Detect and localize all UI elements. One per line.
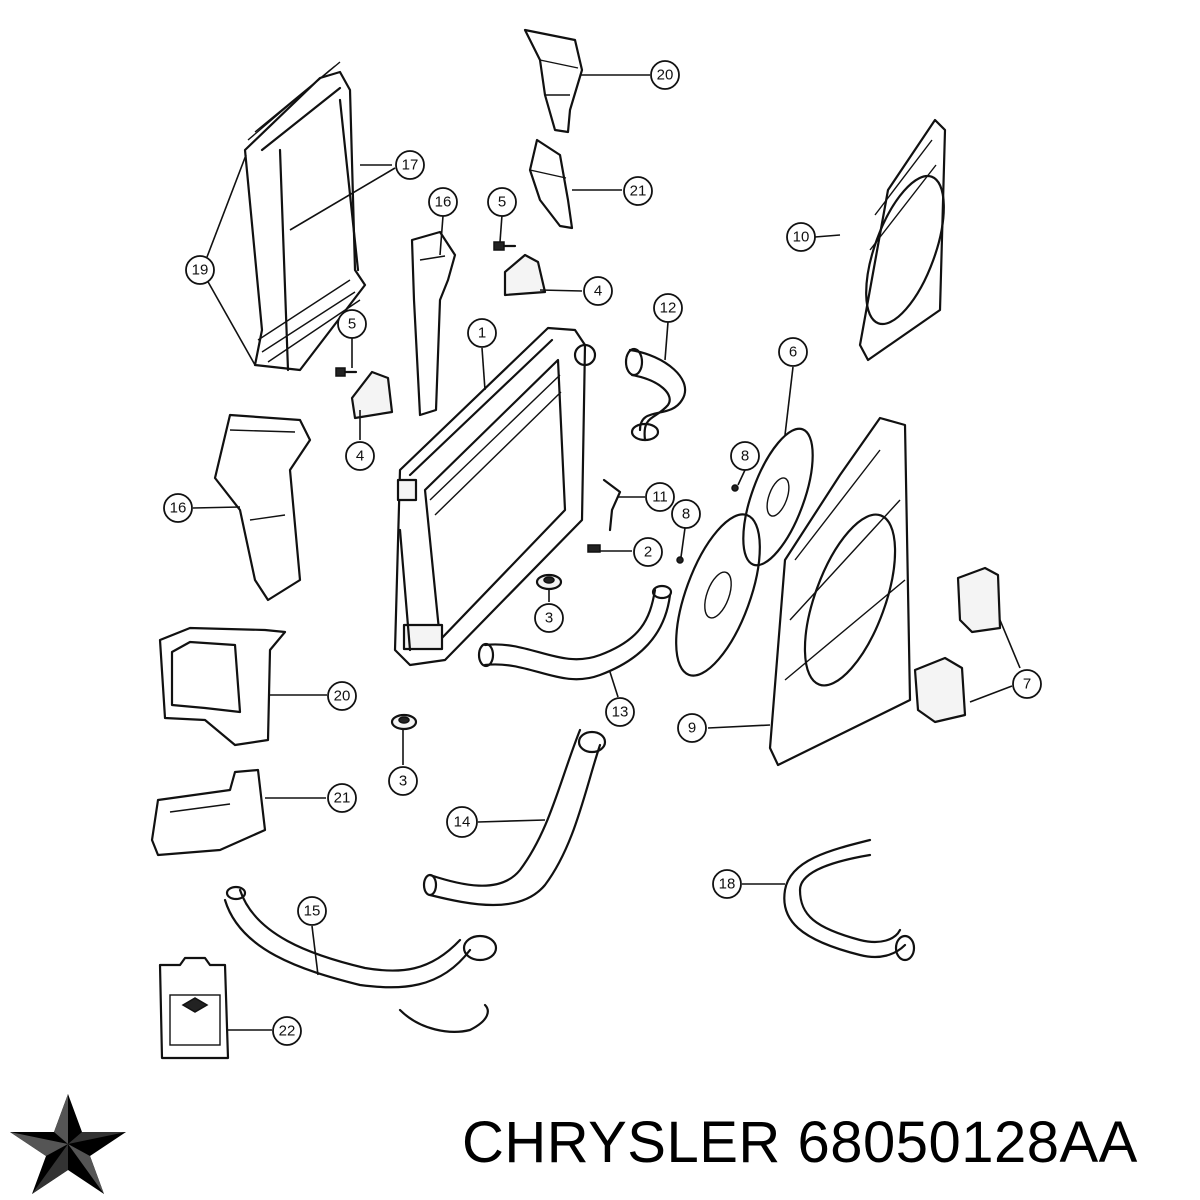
bolt-upper [493, 241, 517, 251]
callout-3-lower: 3 [388, 766, 418, 796]
callout-20-lower: 20 [327, 681, 357, 711]
clip-upper [731, 484, 739, 492]
callout-label: 3 [545, 610, 553, 627]
brand-part-number: CHRYSLER 68050128AA [462, 1105, 1138, 1181]
callout-label: 8 [741, 448, 749, 465]
radiator [393, 326, 597, 667]
bolt-lower [335, 367, 358, 377]
callout-label: 3 [399, 773, 407, 790]
callout-label: 11 [652, 489, 668, 506]
callout-11: 11 [645, 482, 675, 512]
coolant-jug [158, 956, 230, 1060]
air-seal-panel [243, 61, 367, 372]
fan-blade-upper [742, 427, 814, 567]
callout-label: 8 [682, 506, 690, 523]
fan-shroud-upper [858, 118, 947, 362]
callout-2: 2 [633, 537, 663, 567]
lower-hose [477, 584, 673, 681]
lower-frame-panel [158, 626, 287, 747]
callout-20-top: 20 [650, 60, 680, 90]
callout-18: 18 [712, 869, 742, 899]
callout-label: 5 [498, 194, 506, 211]
callout-label: 20 [334, 688, 351, 705]
brand-name: CHRYSLER [462, 1110, 781, 1175]
callout-10: 10 [786, 222, 816, 252]
callout-label: 5 [348, 316, 356, 333]
return-hose [783, 838, 916, 962]
chrysler-pentastar-icon [10, 1094, 126, 1194]
callout-15: 15 [297, 896, 327, 926]
callout-label: 16 [170, 500, 187, 517]
callout-label: 12 [660, 300, 677, 317]
callout-16-upper: 16 [428, 187, 458, 217]
callout-label: 2 [644, 544, 652, 561]
isolator-lower [390, 713, 418, 731]
clip-lower [676, 556, 684, 564]
callout-6: 6 [778, 337, 808, 367]
callout-label: 15 [304, 903, 321, 920]
callout-9: 9 [677, 713, 707, 743]
callout-3-upper: 3 [534, 603, 564, 633]
callout-label: 19 [192, 262, 209, 279]
callout-8-upper: 8 [730, 441, 760, 471]
callout-label: 21 [630, 183, 647, 200]
bracket-upper [503, 253, 547, 297]
callout-4-lower: 4 [345, 441, 375, 471]
callout-label: 13 [612, 704, 629, 721]
callout-label: 20 [657, 67, 674, 84]
callout-7: 7 [1012, 669, 1042, 699]
callout-label: 6 [789, 344, 797, 361]
upper-air-deflector [523, 28, 584, 134]
leader-lines [192, 74, 1021, 1031]
callout-label: 18 [719, 876, 736, 893]
bracket-lower [350, 370, 394, 420]
callout-17: 17 [395, 150, 425, 180]
callout-12: 12 [653, 293, 683, 323]
part-number: 68050128AA [797, 1110, 1138, 1175]
callout-label: 17 [402, 157, 419, 174]
callout-label: 7 [1023, 676, 1031, 693]
callout-label: 21 [334, 790, 351, 807]
coolant-hose [422, 728, 607, 907]
callout-21-top: 21 [623, 176, 653, 206]
fan-module-lower [913, 656, 967, 724]
fan-module-upper [956, 566, 1002, 634]
callout-13: 13 [605, 697, 635, 727]
lower-duct [213, 413, 312, 602]
callout-label: 10 [793, 229, 810, 246]
callout-5-lower: 5 [337, 309, 367, 339]
callout-14: 14 [446, 806, 478, 838]
callout-1: 1 [467, 318, 497, 348]
callout-4-upper: 4 [583, 276, 613, 306]
upper-hose [624, 347, 687, 442]
upper-bracket [528, 138, 574, 230]
upper-duct [410, 230, 457, 417]
callout-label: 4 [594, 283, 602, 300]
callout-label: 1 [478, 325, 486, 342]
isolator-upper [535, 573, 563, 591]
callout-label: 22 [279, 1023, 296, 1040]
small-tube [602, 478, 622, 532]
callout-label: 16 [435, 194, 452, 211]
callout-label: 9 [688, 720, 696, 737]
callout-16-lower: 16 [163, 493, 193, 523]
callout-label: 14 [454, 814, 471, 831]
callout-19: 19 [185, 255, 215, 285]
callout-label: 4 [356, 448, 364, 465]
fan-shroud-main [768, 416, 912, 767]
callout-8-lower: 8 [671, 499, 701, 529]
lower-bracket-duct [150, 768, 267, 857]
callout-5-upper: 5 [487, 187, 517, 217]
callout-21-lower: 21 [327, 783, 357, 813]
heater-hose [223, 885, 498, 1033]
callout-22: 22 [272, 1016, 302, 1046]
fan-blade-lower [675, 513, 761, 677]
drain-plug [587, 544, 601, 553]
